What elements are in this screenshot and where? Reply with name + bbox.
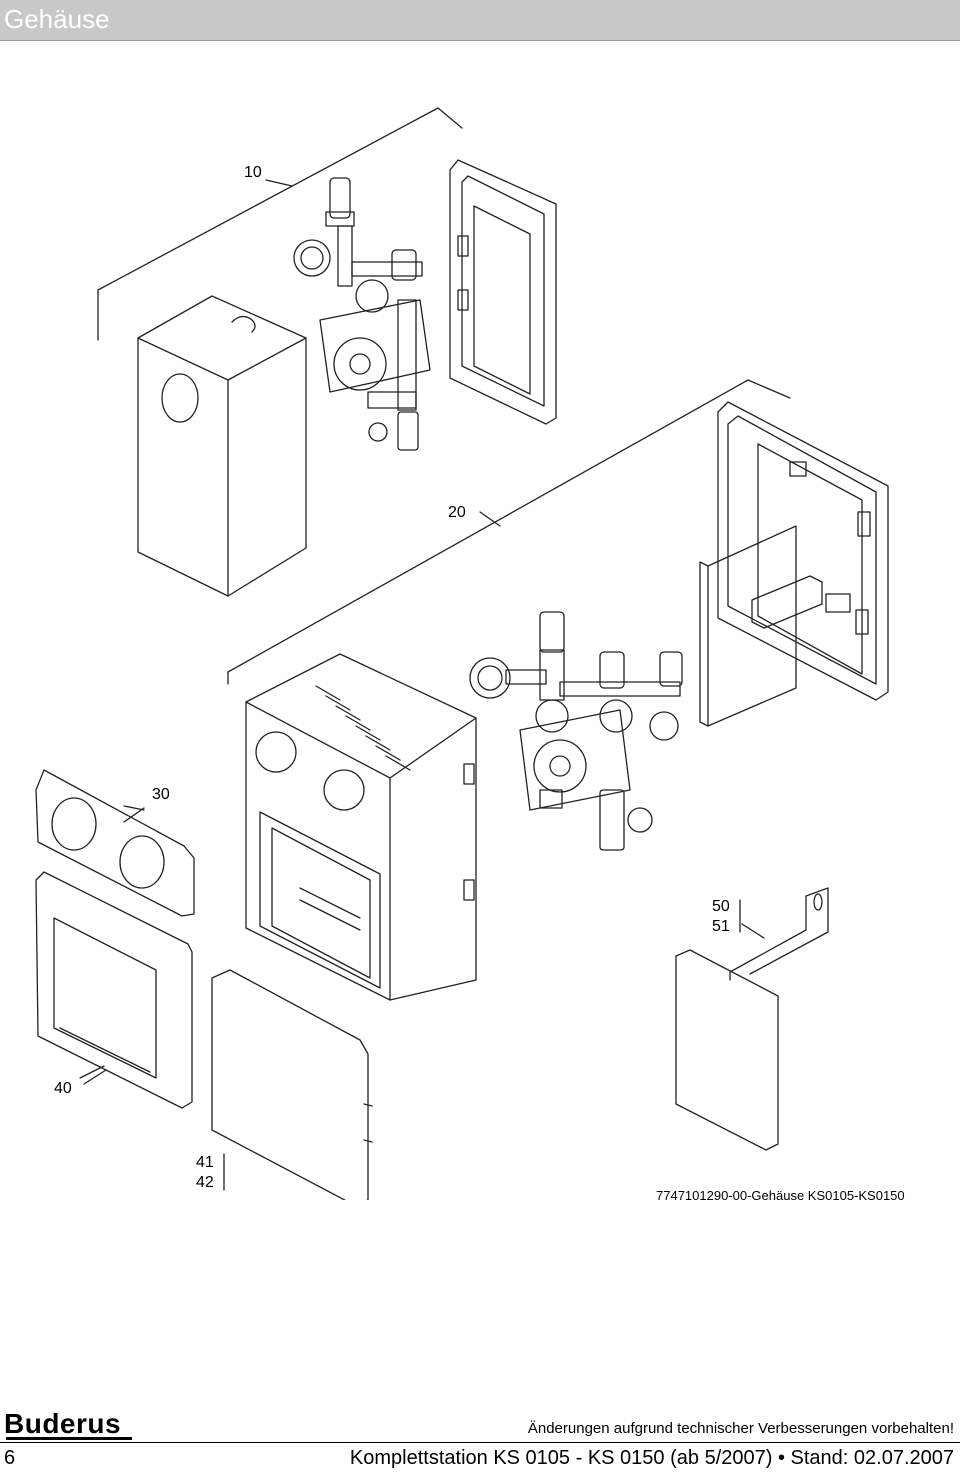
front-frame	[35, 871, 193, 1109]
seal-frame-right	[717, 401, 889, 701]
front-lower-cover	[211, 969, 373, 1200]
pump-assembly-lower	[469, 611, 683, 851]
rear-cover-shell	[137, 295, 307, 597]
seal-frame-upper	[449, 159, 557, 425]
change-notice: Änderungen aufgrund technischer Verbesse…	[527, 1420, 954, 1437]
wall-mount-plate	[675, 887, 829, 1151]
exploded-view-drawing	[35, 107, 889, 1200]
callout-41: 41	[196, 1154, 214, 1171]
front-upper-cover	[35, 769, 195, 917]
section-header-bar: Gehäuse	[0, 0, 960, 41]
drawing-reference: 7747101290-00-Gehäuse KS0105-KS0150	[656, 1188, 905, 1203]
brand-logo-underline	[6, 1437, 132, 1440]
document-title: Komplettstation KS 0105 - KS 0150 (ab 5/…	[349, 1447, 954, 1469]
page-number: 6	[4, 1447, 16, 1469]
callout-20: 20	[448, 504, 466, 521]
control-module	[699, 525, 851, 727]
group-bracket-20	[227, 379, 791, 685]
footer-divider	[0, 1442, 960, 1443]
section-title: Gehäuse	[4, 4, 110, 34]
callout-50: 50	[712, 898, 730, 915]
callout-51: 51	[712, 918, 730, 935]
callout-42: 42	[196, 1174, 214, 1191]
callout-10: 10	[244, 164, 262, 181]
group-bracket-10	[97, 107, 463, 341]
callout-leaders	[83, 805, 741, 1191]
callout-40: 40	[54, 1080, 72, 1097]
main-housing	[245, 653, 477, 1001]
callout-30: 30	[152, 786, 170, 803]
brand-logo: Buderus	[4, 1408, 122, 1439]
pump-assembly-upper	[293, 177, 431, 451]
